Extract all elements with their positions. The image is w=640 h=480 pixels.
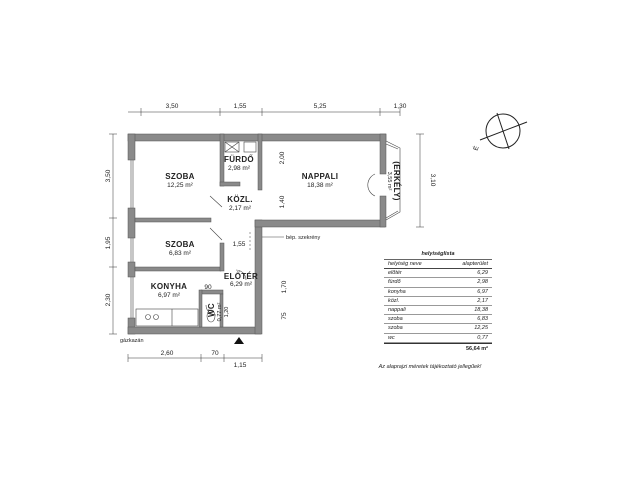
row-name: előtér [388, 270, 402, 277]
room-name-szoba-1: SZOBA [165, 172, 195, 181]
dim-top-4: 1,30 [394, 103, 407, 110]
dim-wc-height: 1,20 [224, 307, 230, 318]
room-name-szoba-2: SZOBA [165, 240, 195, 249]
table-row: nappali 18,38 [384, 306, 492, 316]
row-name: nappali [388, 306, 406, 313]
dim-top-2: 1,55 [234, 103, 247, 110]
room-name-erkely: (ERKÉLY) [392, 161, 401, 200]
walls [127, 133, 401, 344]
room-list-table: helyiséglista helyiség neve alapterület … [384, 249, 492, 355]
room-name-kozl: KÖZL. [227, 195, 253, 204]
room-area-kozl: 2,17 m² [229, 205, 252, 212]
room-name-konyha: KONYHA [151, 282, 187, 291]
room-area-furdo: 2,98 m² [228, 165, 251, 172]
row-name: fürdő [388, 279, 401, 286]
room-list-total: 56,64 m² [384, 342, 492, 355]
row-name: közl. [388, 297, 400, 304]
row-area: 6,83 [477, 316, 488, 323]
room-area-konyha: 6,97 m² [158, 292, 181, 299]
dim-top-1: 3,50 [166, 103, 179, 110]
room-area-szoba-2: 6,83 m² [169, 250, 192, 257]
dim-eloter-height: 1,70 [281, 280, 288, 293]
compass-icon: É [471, 112, 528, 152]
dim-furdo-height: 2,00 [279, 151, 286, 164]
table-row: fürdő 2,98 [384, 278, 492, 288]
dim-kozl-width: 1,55 [233, 241, 246, 248]
dim-bottom-1: 2,60 [161, 350, 174, 357]
room-name-furdo: FÜRDŐ [224, 155, 254, 164]
dim-right: 3,10 [429, 174, 436, 187]
room-area-wc: 0,77 m² [217, 303, 223, 322]
room-list-header: helyiség neve alapterület [384, 260, 492, 270]
dim-corridor-height: 75 [281, 312, 288, 320]
row-name: wc [388, 334, 395, 341]
room-area-eloter: 6,29 m² [230, 281, 253, 288]
room-list-title: helyiséglista [384, 249, 492, 260]
room-area-szoba-1: 12,25 m² [167, 182, 193, 189]
label-built-in-wardrobe: bép. szekrény [286, 235, 320, 241]
total-area: 56,64 m² [465, 345, 488, 352]
row-area: 2,17 [477, 297, 488, 304]
disclaimer-note: Az alaprajzi méretek tájékoztató jellegű… [378, 364, 482, 370]
dim-top-3: 5,25 [314, 103, 327, 110]
table-row: szoba 6,83 [384, 315, 492, 325]
table-row: konyha 6,97 [384, 288, 492, 297]
dim-left-2: 1,95 [105, 236, 112, 249]
row-name: szoba [388, 316, 403, 323]
dimension-lines [109, 108, 424, 362]
row-area: 2,98 [477, 279, 488, 286]
room-area-nappali: 18,38 m² [307, 182, 333, 189]
compass-north-label: É [471, 144, 481, 152]
dim-left-1: 3,50 [105, 169, 112, 182]
table-row: wc 0,77 [384, 334, 492, 343]
table-row: előtér 6,29 [384, 269, 492, 279]
table-row: szoba 12,25 [384, 324, 492, 334]
header-room-name: helyiség neve [388, 261, 422, 267]
dim-bottom-2: 70 [211, 350, 219, 357]
row-area: 6,97 [477, 288, 488, 295]
room-name-eloter: ELŐTÉR [224, 272, 258, 281]
row-area: 6,29 [477, 270, 488, 277]
table-row: közl. 2,17 [384, 297, 492, 306]
room-area-erkely: 3,55 m² [386, 172, 392, 191]
label-gas-boiler: gázkazán [120, 338, 144, 344]
row-name: szoba [388, 325, 403, 332]
room-name-nappali: NAPPALI [302, 172, 339, 181]
row-area: 18,38 [474, 306, 488, 313]
dim-konyha-width: 90 [204, 284, 212, 291]
header-area: alapterület [462, 261, 488, 267]
dim-kozl-height: 1,40 [279, 195, 286, 208]
row-name: konyha [388, 288, 406, 295]
dim-left-3: 2,30 [105, 293, 112, 306]
row-area: 12,25 [474, 325, 488, 332]
dim-bottom-3: 1,15 [234, 362, 247, 369]
room-name-wc: WC [207, 303, 216, 317]
row-area: 0,77 [477, 334, 488, 341]
